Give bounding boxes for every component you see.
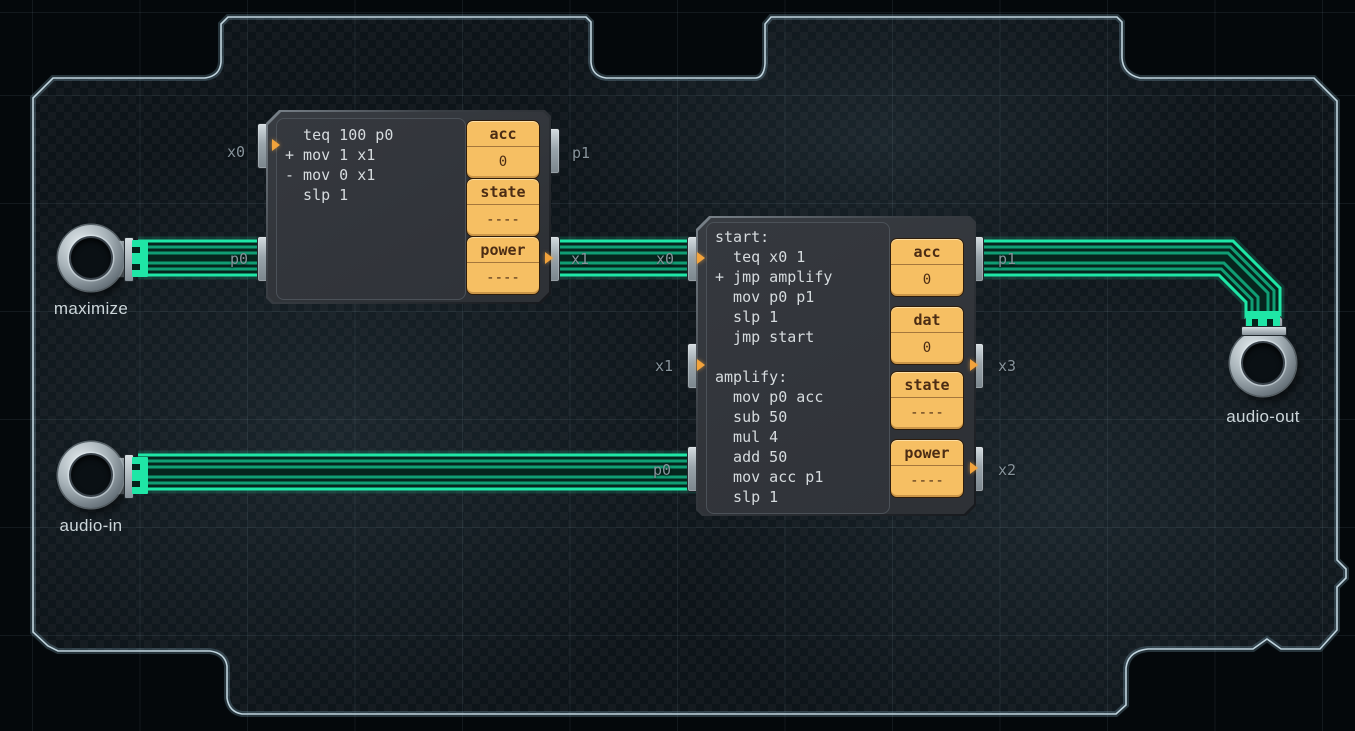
chip1-code[interactable]: teq 100 p0 + mov 1 x1 - mov 0 x1 slp 1: [285, 126, 394, 204]
pad-label-audio-in: audio-in: [59, 516, 123, 535]
register-value: ----: [910, 473, 944, 489]
chip-body: start: teq x0 1 + jmp amplify mov p0 p1 …: [698, 218, 974, 514]
pin-arrow-icon: [970, 359, 978, 371]
register-power: power ----: [890, 439, 964, 498]
register-state: state ----: [890, 371, 964, 430]
code-editor[interactable]: start: teq x0 1 + jmp amplify mov p0 p1 …: [706, 222, 890, 514]
chip2-code[interactable]: start: teq x0 1 + jmp amplify mov p0 p1 …: [715, 228, 833, 506]
port-label-chip2-x3: x3: [998, 357, 1017, 375]
port-label-chip2-p1: p1: [998, 250, 1017, 268]
pad-hole: [1243, 343, 1283, 383]
register-value: ----: [486, 212, 520, 228]
pad-hole: [71, 455, 111, 495]
register-label: power: [891, 440, 963, 466]
code-editor[interactable]: teq 100 p0 + mov 1 x1 - mov 0 x1 slp 1: [276, 118, 466, 300]
pin-arrow-icon: [272, 139, 280, 151]
port-label-chip2-x0: x0: [656, 250, 675, 268]
port-label-chip2-x1: x1: [655, 357, 674, 375]
register-label: acc: [467, 121, 539, 147]
register-power: power ----: [466, 236, 540, 295]
register-value: 0: [922, 340, 932, 356]
register-value: ----: [910, 405, 944, 421]
pin-arrow-icon: [970, 462, 978, 474]
register-acc: acc 0: [890, 238, 964, 297]
trace-connector: [1241, 326, 1287, 336]
port-label-chip1-x1: x1: [571, 250, 590, 268]
register-value: ----: [486, 270, 520, 286]
pad-hole: [71, 238, 111, 278]
register-value: 0: [922, 272, 932, 288]
port-label-chip2-p0: p0: [653, 461, 672, 479]
trace-connector: [132, 240, 148, 277]
register-value: 0: [498, 154, 508, 170]
port-label-chip1-p0: p0: [230, 250, 249, 268]
register-dat: dat 0: [890, 306, 964, 365]
register-label: dat: [891, 307, 963, 333]
register-state: state ----: [466, 178, 540, 237]
chip-body: teq 100 p0 + mov 1 x1 - mov 0 x1 slp 1 a…: [268, 112, 549, 302]
pad-label-maximize: maximize: [53, 299, 129, 318]
register-label: state: [467, 179, 539, 205]
pad-audio-out[interactable]: [1230, 330, 1296, 396]
port-label-chip1-p1: p1: [572, 144, 591, 162]
register-label: power: [467, 237, 539, 263]
pin-arrow-icon: [545, 252, 553, 264]
trace-connector: [1246, 311, 1280, 326]
register-label: acc: [891, 239, 963, 265]
port-label-chip2-x2: x2: [998, 461, 1017, 479]
trace-connector: [132, 457, 148, 494]
pad-maximize[interactable]: [58, 225, 124, 291]
pin-arrow-icon: [697, 252, 705, 264]
chip-mc6000[interactable]: start: teq x0 1 + jmp amplify mov p0 p1 …: [696, 216, 976, 516]
chip-mc4000[interactable]: teq 100 p0 + mov 1 x1 - mov 0 x1 slp 1 a…: [266, 110, 551, 304]
pad-label-audio-out: audio-out: [1226, 407, 1300, 426]
register-label: state: [891, 372, 963, 398]
port-label-chip1-x0: x0: [227, 143, 246, 161]
pad-audio-in[interactable]: [58, 442, 124, 508]
pin-arrow-icon: [697, 359, 705, 371]
register-acc: acc 0: [466, 120, 540, 179]
